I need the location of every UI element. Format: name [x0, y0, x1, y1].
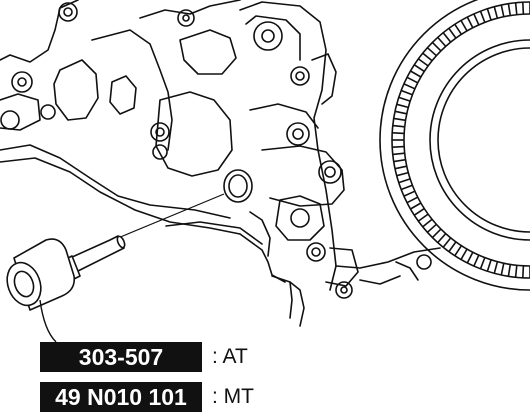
gear-tooth [393, 158, 406, 163]
flywheel-teeth [392, 2, 530, 278]
gear-tooth [466, 16, 474, 29]
gear-tooth [473, 13, 480, 26]
installer-tool [6, 193, 225, 343]
gear-tooth [522, 2, 525, 15]
gear-tooth [426, 47, 437, 57]
gear-tooth [486, 259, 492, 272]
gear-tooth [400, 184, 413, 191]
gear-tooth [417, 213, 429, 222]
gear-tooth [394, 165, 407, 170]
gear-tooth [406, 196, 419, 204]
flywheel-gear [379, 0, 530, 291]
gear-tooth [394, 110, 407, 115]
gear-tooth [448, 27, 457, 39]
gear-tooth [392, 145, 405, 148]
gear-tooth [514, 265, 518, 278]
gear-tooth [473, 254, 480, 267]
gear-tooth [392, 132, 405, 135]
gear-tooth [493, 261, 499, 274]
engine-block-outline [0, 0, 441, 327]
gear-tooth [396, 103, 409, 109]
gear-tooth [460, 248, 468, 260]
gear-tooth [417, 58, 429, 67]
gear-tooth [403, 83, 416, 90]
gear-tooth [398, 178, 411, 184]
transmission-at-label: : AT [212, 345, 248, 368]
gear-tooth [479, 10, 486, 23]
gear-tooth [466, 251, 474, 264]
gear-tooth [410, 202, 422, 210]
gear-tooth [479, 257, 486, 270]
gear-tooth [431, 41, 442, 52]
gear-tooth [426, 223, 437, 233]
gear-tooth [410, 70, 422, 78]
gear-tooth [454, 23, 463, 35]
gear-tooth [522, 265, 525, 278]
gear-tooth [507, 264, 512, 277]
gear-tooth [396, 171, 409, 177]
gear-tooth [514, 2, 518, 15]
gear-tooth [442, 32, 452, 43]
gear-tooth [413, 64, 425, 73]
transmission-mt-label: : MT [212, 385, 254, 408]
gear-tooth [460, 20, 468, 32]
gear-tooth [486, 8, 492, 21]
gear-tooth [493, 6, 499, 19]
gear-tooth [398, 96, 411, 102]
gear-tooth [392, 124, 405, 128]
gear-tooth [406, 76, 419, 84]
gear-tooth [392, 152, 405, 156]
gear-tooth [507, 3, 512, 16]
gear-tooth [437, 233, 447, 244]
tool-part-number-at: 303-507 [40, 342, 202, 372]
gear-tooth [448, 241, 457, 253]
gear-tooth [393, 117, 406, 122]
gear-tooth [400, 89, 413, 96]
gear-tooth [500, 4, 505, 17]
gear-tooth [431, 228, 442, 239]
gear-tooth [413, 207, 425, 216]
gear-tooth [403, 190, 416, 197]
gear-tooth [437, 36, 447, 47]
tool-part-number-mt: 49 N010 101 [40, 382, 202, 412]
gear-tooth [442, 237, 452, 248]
gear-tooth [422, 218, 433, 228]
gear-tooth [454, 245, 463, 257]
gear-tooth [500, 263, 505, 276]
gear-tooth [422, 52, 433, 62]
